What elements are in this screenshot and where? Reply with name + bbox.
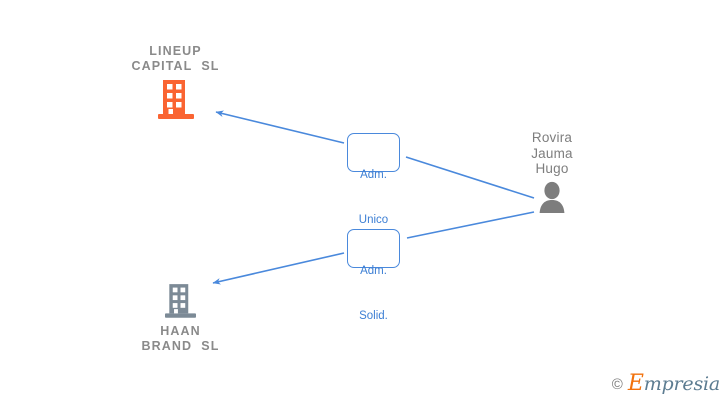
edge-label-adm-unico-line2: Unico [358, 214, 389, 226]
edge-label-adm-solid-line2: Solid. [359, 310, 388, 322]
edge-label-adm-solid-line1: Adm. [360, 265, 387, 277]
node-person-label-line3: Hugo [535, 161, 569, 176]
node-lineup-capital[interactable]: LINEUP CAPITAL SL [88, 44, 263, 120]
brand-rest: mpresia [643, 373, 720, 395]
node-lineup-capital-label-line1: LINEUP [149, 44, 202, 58]
node-haan-brand-label-line2: BRAND SL [141, 338, 220, 353]
brand-initial: E [627, 371, 644, 396]
node-lineup-capital-label-line2: CAPITAL SL [131, 58, 220, 73]
building-icon[interactable] [165, 282, 196, 319]
node-haan-brand[interactable]: HAAN BRAND SL [93, 282, 268, 353]
edge-label-adm-solid[interactable]: Adm. Solid. [347, 229, 400, 322]
building-icon[interactable] [157, 78, 194, 120]
edge-label-adm-unico[interactable]: Adm. Unico [347, 133, 400, 226]
person-icon[interactable] [535, 181, 569, 213]
watermark: © Empresia [611, 371, 720, 396]
node-person-label-line1: Rovira [531, 130, 573, 145]
edge-label-adm-unico-line1: Adm. [360, 169, 387, 181]
edge-adm-solid-line [212, 211, 535, 285]
node-haan-brand-label-line1: HAAN [160, 324, 201, 338]
edge-adm-unico-line [215, 110, 535, 199]
brand-logo: Empresia [627, 371, 720, 396]
node-rovira-jauma-hugo[interactable]: Rovira Jauma Hugo [478, 130, 626, 213]
copyright-symbol: © [611, 375, 623, 393]
node-person-label-line2: Jauma [531, 145, 573, 161]
